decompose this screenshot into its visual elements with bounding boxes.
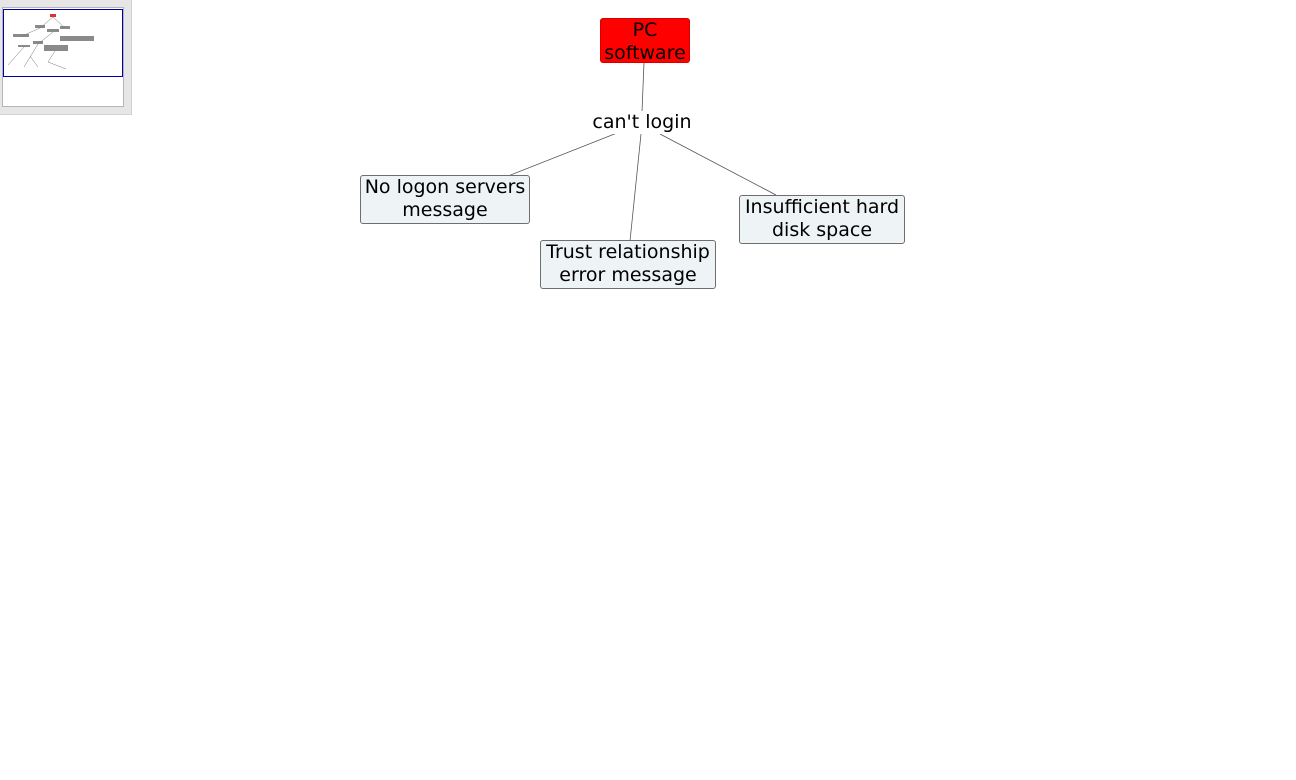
linking-phrase-cant-login[interactable]: can't login (589, 111, 695, 134)
overview-viewport-frame[interactable] (3, 9, 123, 77)
overview-sheet (2, 7, 124, 107)
connector-root-to-phrase (641, 61, 645, 113)
concept-trust-relationship[interactable]: Trust relationship error message (540, 240, 716, 289)
connector-phrase-to-no-logon (507, 132, 618, 177)
concept-pc-software[interactable]: PC software (600, 18, 690, 64)
concept-insufficient-disk-space[interactable]: Insufficient hard disk space (739, 195, 905, 244)
connector-phrase-to-disk-space (659, 133, 777, 196)
overview-panel[interactable] (0, 0, 132, 115)
overview-thumbnail (7, 14, 94, 70)
concept-no-logon-servers[interactable]: No logon servers message (360, 175, 530, 224)
connector-phrase-to-trust (629, 133, 642, 242)
